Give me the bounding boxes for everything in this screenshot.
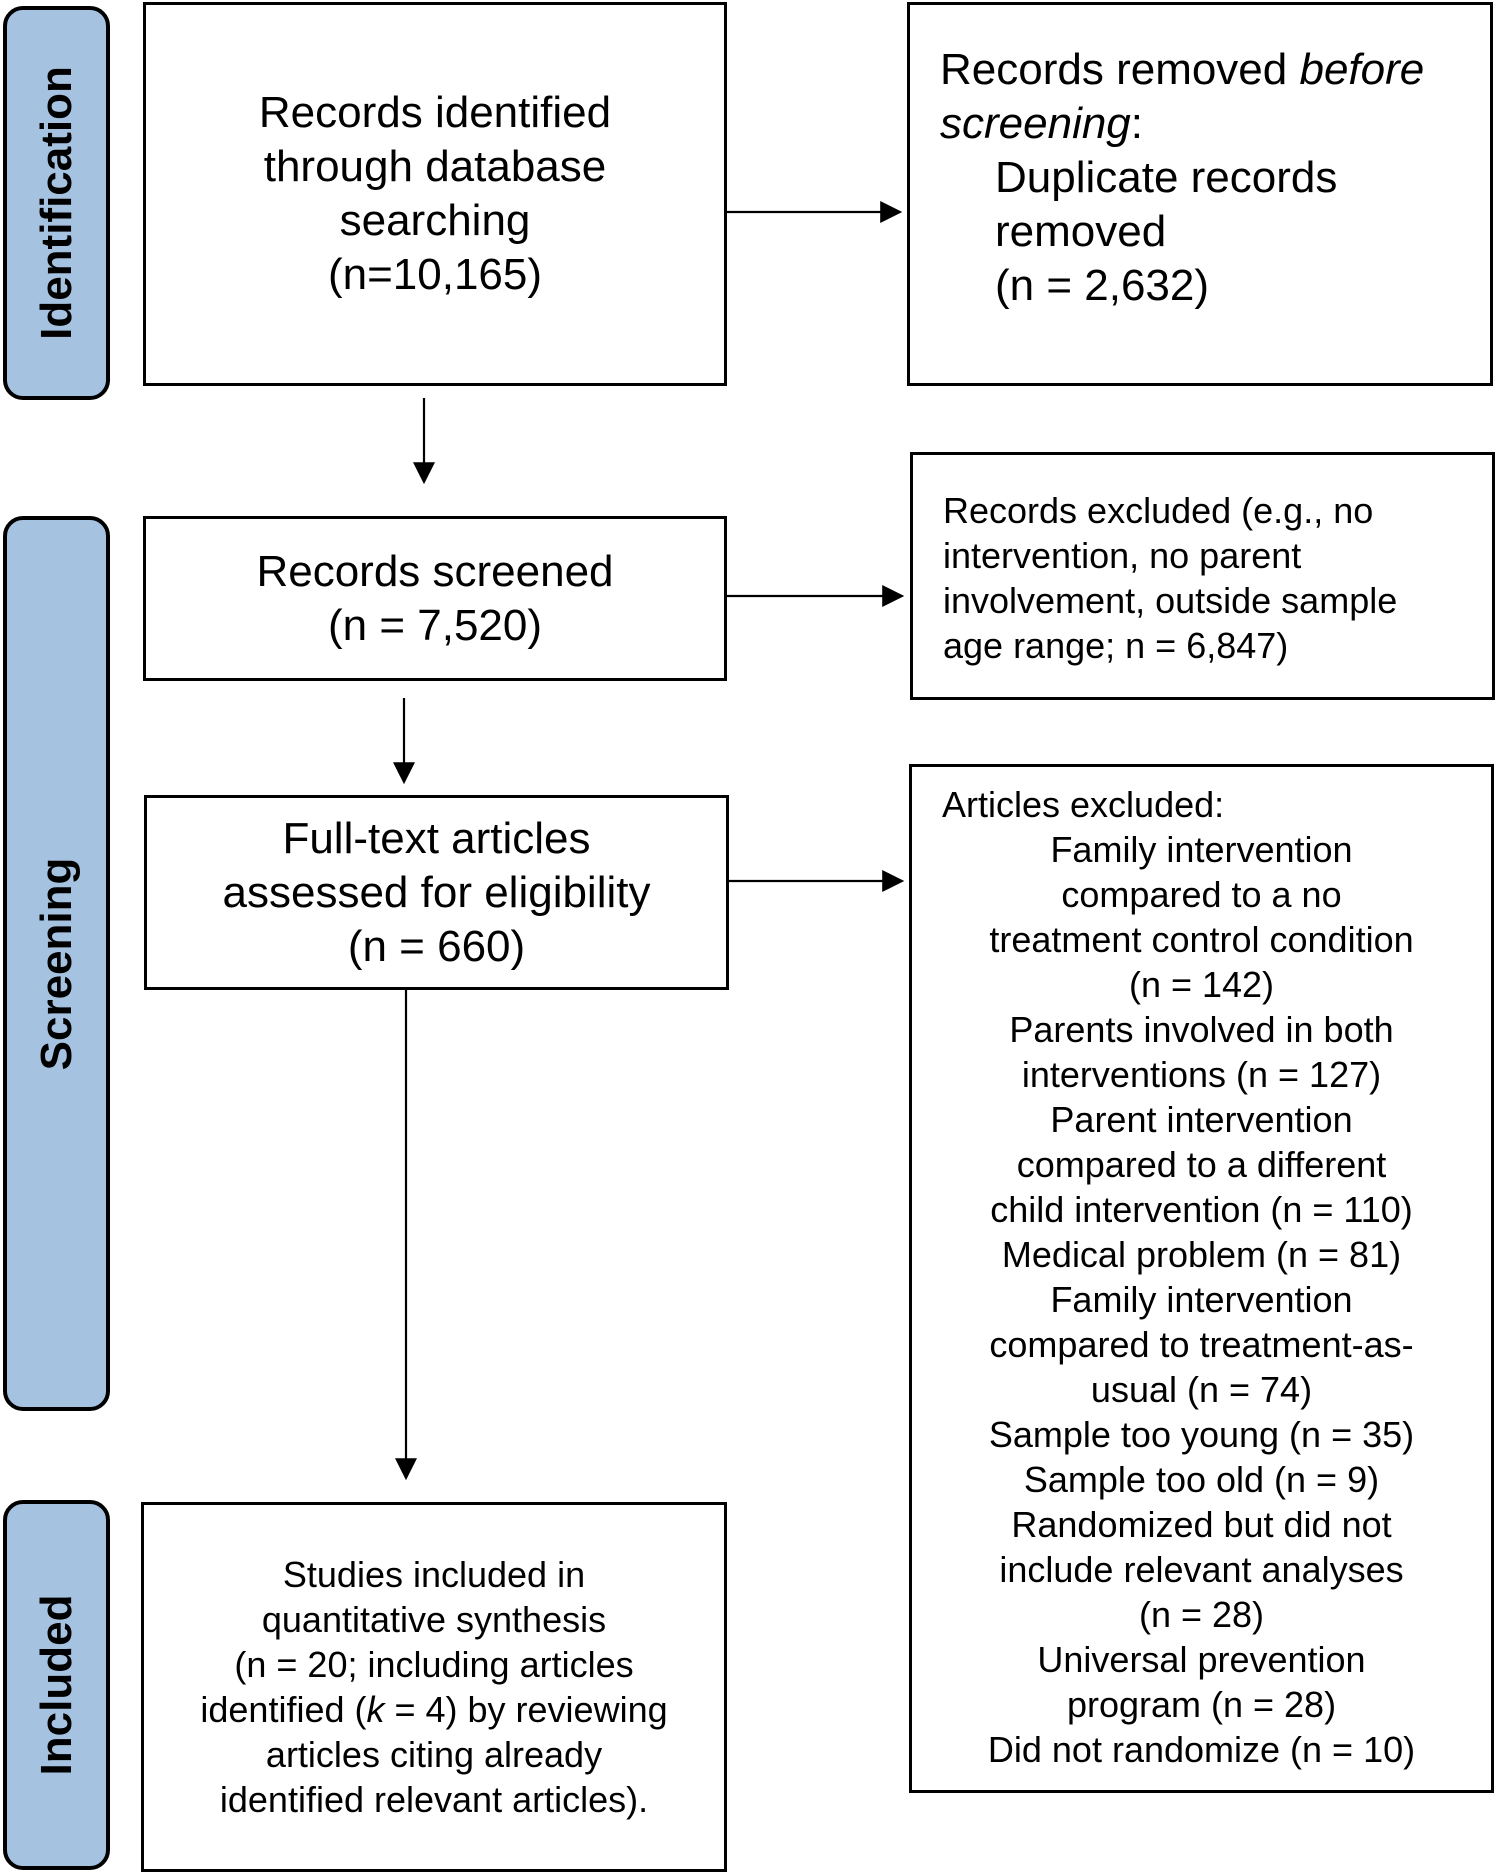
studies-included-line: identified (k = 4) by reviewing [200,1687,667,1732]
exclusion-reason-line: Family intervention [1050,1279,1353,1320]
studies-included-line: quantitative synthesis [261,1599,607,1640]
records-identified-count: (n=10,165) [327,250,543,299]
records-removed-title-colon: : [1130,99,1144,148]
exclusion-reason-line: program (n = 28) [1066,1684,1337,1725]
records-identified-line: Records identified [258,88,612,137]
records-removed-box: Records removed before screening: Duplic… [907,2,1493,386]
articles-excluded-box: Articles excluded: Family intervention c… [909,764,1494,1793]
exclusion-reason-line: Randomized but did not [1011,1504,1392,1545]
fulltext-assessed-count: (n = 660) [347,921,526,971]
exclusion-reason-line: (n = 28) [1138,1594,1265,1635]
articles-excluded-title: Articles excluded: [942,784,1225,825]
exclusion-reason-line: (n = 142) [1128,964,1275,1005]
studies-included-line: identified relevant articles). [219,1779,649,1820]
exclusion-reason-line: Did not randomize (n = 10) [987,1729,1416,1770]
exclusion-reason-line: Parents involved in both [1009,1009,1394,1050]
fulltext-assessed-line: Full-text articles [282,813,591,863]
records-excluded-line: intervention, no parent [943,535,1302,576]
records-screened-count: (n = 7,520) [327,600,543,650]
studies-included-count: (n = 20; including articles [234,1644,634,1685]
exclusion-reason-line: interventions (n = 127) [1021,1054,1382,1095]
phase-included: Included [3,1500,110,1870]
fulltext-assessed-line: assessed for eligibility [222,867,651,917]
records-excluded-line: age range; n = 6,847) [943,625,1289,666]
studies-included-k: k [366,1689,385,1730]
exclusion-reason-line: compared to a no [1061,874,1342,915]
records-removed-line: removed [995,207,1167,256]
exclusion-reason-line: treatment control condition [989,919,1414,960]
articles-excluded-list: Family intervention compared to a no tre… [912,827,1491,1772]
records-screened-box: Records screened (n = 7,520) [143,516,727,681]
exclusion-reason-line: compared to treatment-as- [989,1324,1414,1365]
records-excluded-box: Records excluded (e.g., no intervention,… [910,452,1495,700]
phase-screening: Screening [3,516,110,1411]
fulltext-assessed-box: Full-text articles assessed for eligibil… [144,795,729,990]
studies-included-text: = 4) by reviewing [384,1689,668,1730]
records-removed-title-line2: screening: [940,97,1490,151]
studies-included-line: articles citing already [265,1734,603,1775]
records-removed-title-italic: before [1299,45,1425,94]
records-excluded-line: involvement, outside sample [943,580,1398,621]
exclusion-reason-line: Sample too old (n = 9) [1023,1459,1380,1500]
studies-included-line: Studies included in [282,1554,586,1595]
records-excluded-line: Records excluded (e.g., no [943,490,1374,531]
records-removed-title-italic2: screening [940,99,1131,148]
records-screened-label: Records screened [256,546,614,596]
exclusion-reason-line: compared to a different [1016,1144,1387,1185]
phase-identification: Identification [3,6,110,400]
exclusion-reason-line: Medical problem (n = 81) [1001,1234,1402,1275]
studies-included-text: identified ( [200,1689,367,1730]
records-removed-title-text: Records removed [940,45,1300,94]
records-removed-line: Duplicate records [995,153,1338,202]
studies-included-box: Studies included in quantitative synthes… [141,1502,727,1872]
records-removed-title: Records removed before [940,43,1490,97]
exclusion-reason-line: child intervention (n = 110) [990,1189,1413,1230]
exclusion-reason-line: Family intervention [1050,829,1353,870]
records-identified-box: Records identified through database sear… [143,2,727,386]
exclusion-reason-line: include relevant analyses [999,1549,1404,1590]
exclusion-reason-line: Sample too young (n = 35) [988,1414,1415,1455]
exclusion-reason-line: Universal prevention [1037,1639,1366,1680]
records-removed-count: (n = 2,632) [995,261,1210,310]
exclusion-reason-line: Parent intervention [1050,1099,1353,1140]
exclusion-reason-line: usual (n = 74) [1090,1369,1313,1410]
records-identified-line: through database [263,142,607,191]
records-identified-line: searching [339,196,531,245]
